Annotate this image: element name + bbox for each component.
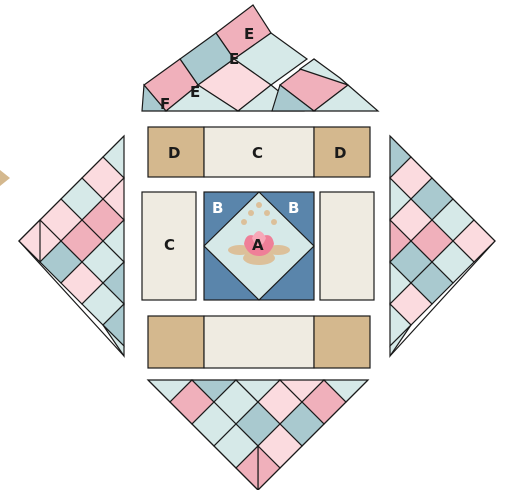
label-c-top: C [252, 144, 263, 162]
label-d-right: D [334, 144, 346, 162]
label-e-top: E [244, 25, 254, 43]
label-b-left: B [212, 199, 223, 217]
right-setting-triangle [390, 136, 495, 356]
label-a: A [252, 236, 264, 254]
arrow-notch-icon [0, 170, 10, 186]
patch-bottom-right [314, 316, 370, 368]
top-setting-triangles [142, 5, 378, 111]
left-setting-triangle [19, 136, 124, 356]
label-c-left: C [164, 236, 175, 254]
patch-bottom-center [204, 316, 314, 368]
bottom-setting-triangle [148, 380, 368, 490]
patch-bottom-left [148, 316, 204, 368]
label-e-mid: E [229, 50, 239, 68]
label-b-right: B [288, 199, 299, 217]
label-f: F [160, 95, 170, 113]
label-e-low: E [190, 83, 200, 101]
label-d-left: D [168, 144, 180, 162]
patch-c-right [320, 192, 374, 300]
